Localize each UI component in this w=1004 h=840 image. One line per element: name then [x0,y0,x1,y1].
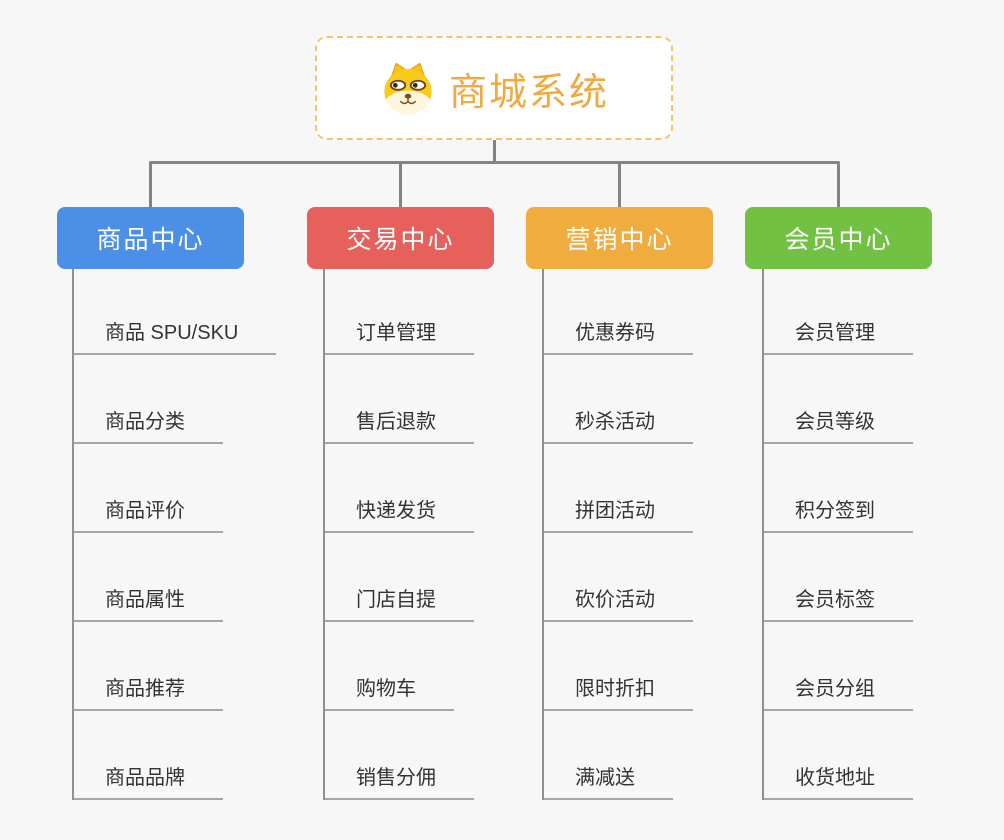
branch-member-center[interactable]: 会员中心 [745,207,932,269]
root-node[interactable]: 商城系统 [315,36,673,140]
mindmap-item[interactable]: 秒杀活动 [544,409,693,444]
root-title: 商城系统 [448,71,609,114]
mindmap-item[interactable]: 满减送 [544,765,673,800]
connector-drop-4 [837,163,840,207]
branch-marketing-children: 优惠券码 秒杀活动 拼团活动 砍价活动 限时折扣 满减送 [542,269,693,800]
mindmap-item[interactable]: 拼团活动 [544,498,693,533]
connector-drop-1 [149,163,152,207]
mindmap-item[interactable]: 砍价活动 [544,587,693,622]
branch-product-children: 商品 SPU/SKU 商品分类 商品评价 商品属性 商品推荐 商品品牌 [72,269,277,800]
mindmap-item[interactable]: 收货地址 [764,765,913,800]
branch-product-center[interactable]: 商品中心 [57,207,244,269]
mindmap-item[interactable]: 商品分类 [74,409,223,444]
mindmap-item[interactable]: 积分签到 [764,498,913,533]
connector-drop-2 [399,163,402,207]
mindmap-item[interactable]: 会员标签 [764,587,913,622]
mindmap-item[interactable]: 购物车 [325,676,454,711]
branch-member-children: 会员管理 会员等级 积分签到 会员标签 会员分组 收货地址 [762,269,913,800]
branch-trade-center[interactable]: 交易中心 [307,207,494,269]
mindmap-item[interactable]: 会员管理 [764,320,913,355]
connector-root-stem [493,140,496,162]
shiba-dog-icon [384,62,432,115]
mindmap-item[interactable]: 商品评价 [74,498,223,533]
mindmap-item[interactable]: 订单管理 [325,320,474,355]
mindmap-item[interactable]: 商品品牌 [74,765,223,800]
mindmap-item[interactable]: 商品属性 [74,587,223,622]
branch-marketing-center[interactable]: 营销中心 [526,207,713,269]
mindmap-item[interactable]: 售后退款 [325,409,474,444]
mindmap-item[interactable]: 门店自提 [325,587,474,622]
mindmap-item[interactable]: 快递发货 [325,498,474,533]
mindmap-item[interactable]: 销售分佣 [325,765,474,800]
mindmap-item[interactable]: 优惠券码 [544,320,693,355]
connector-drop-3 [618,163,621,207]
connector-rail [149,161,840,164]
mindmap-item[interactable]: 限时折扣 [544,676,693,711]
mindmap-item[interactable]: 商品推荐 [74,676,223,711]
mindmap-item[interactable]: 会员分组 [764,676,913,711]
mindmap-item[interactable]: 商品 SPU/SKU [74,320,277,355]
mindmap-item[interactable]: 会员等级 [764,409,913,444]
branch-trade-children: 订单管理 售后退款 快递发货 门店自提 购物车 销售分佣 [323,269,474,800]
